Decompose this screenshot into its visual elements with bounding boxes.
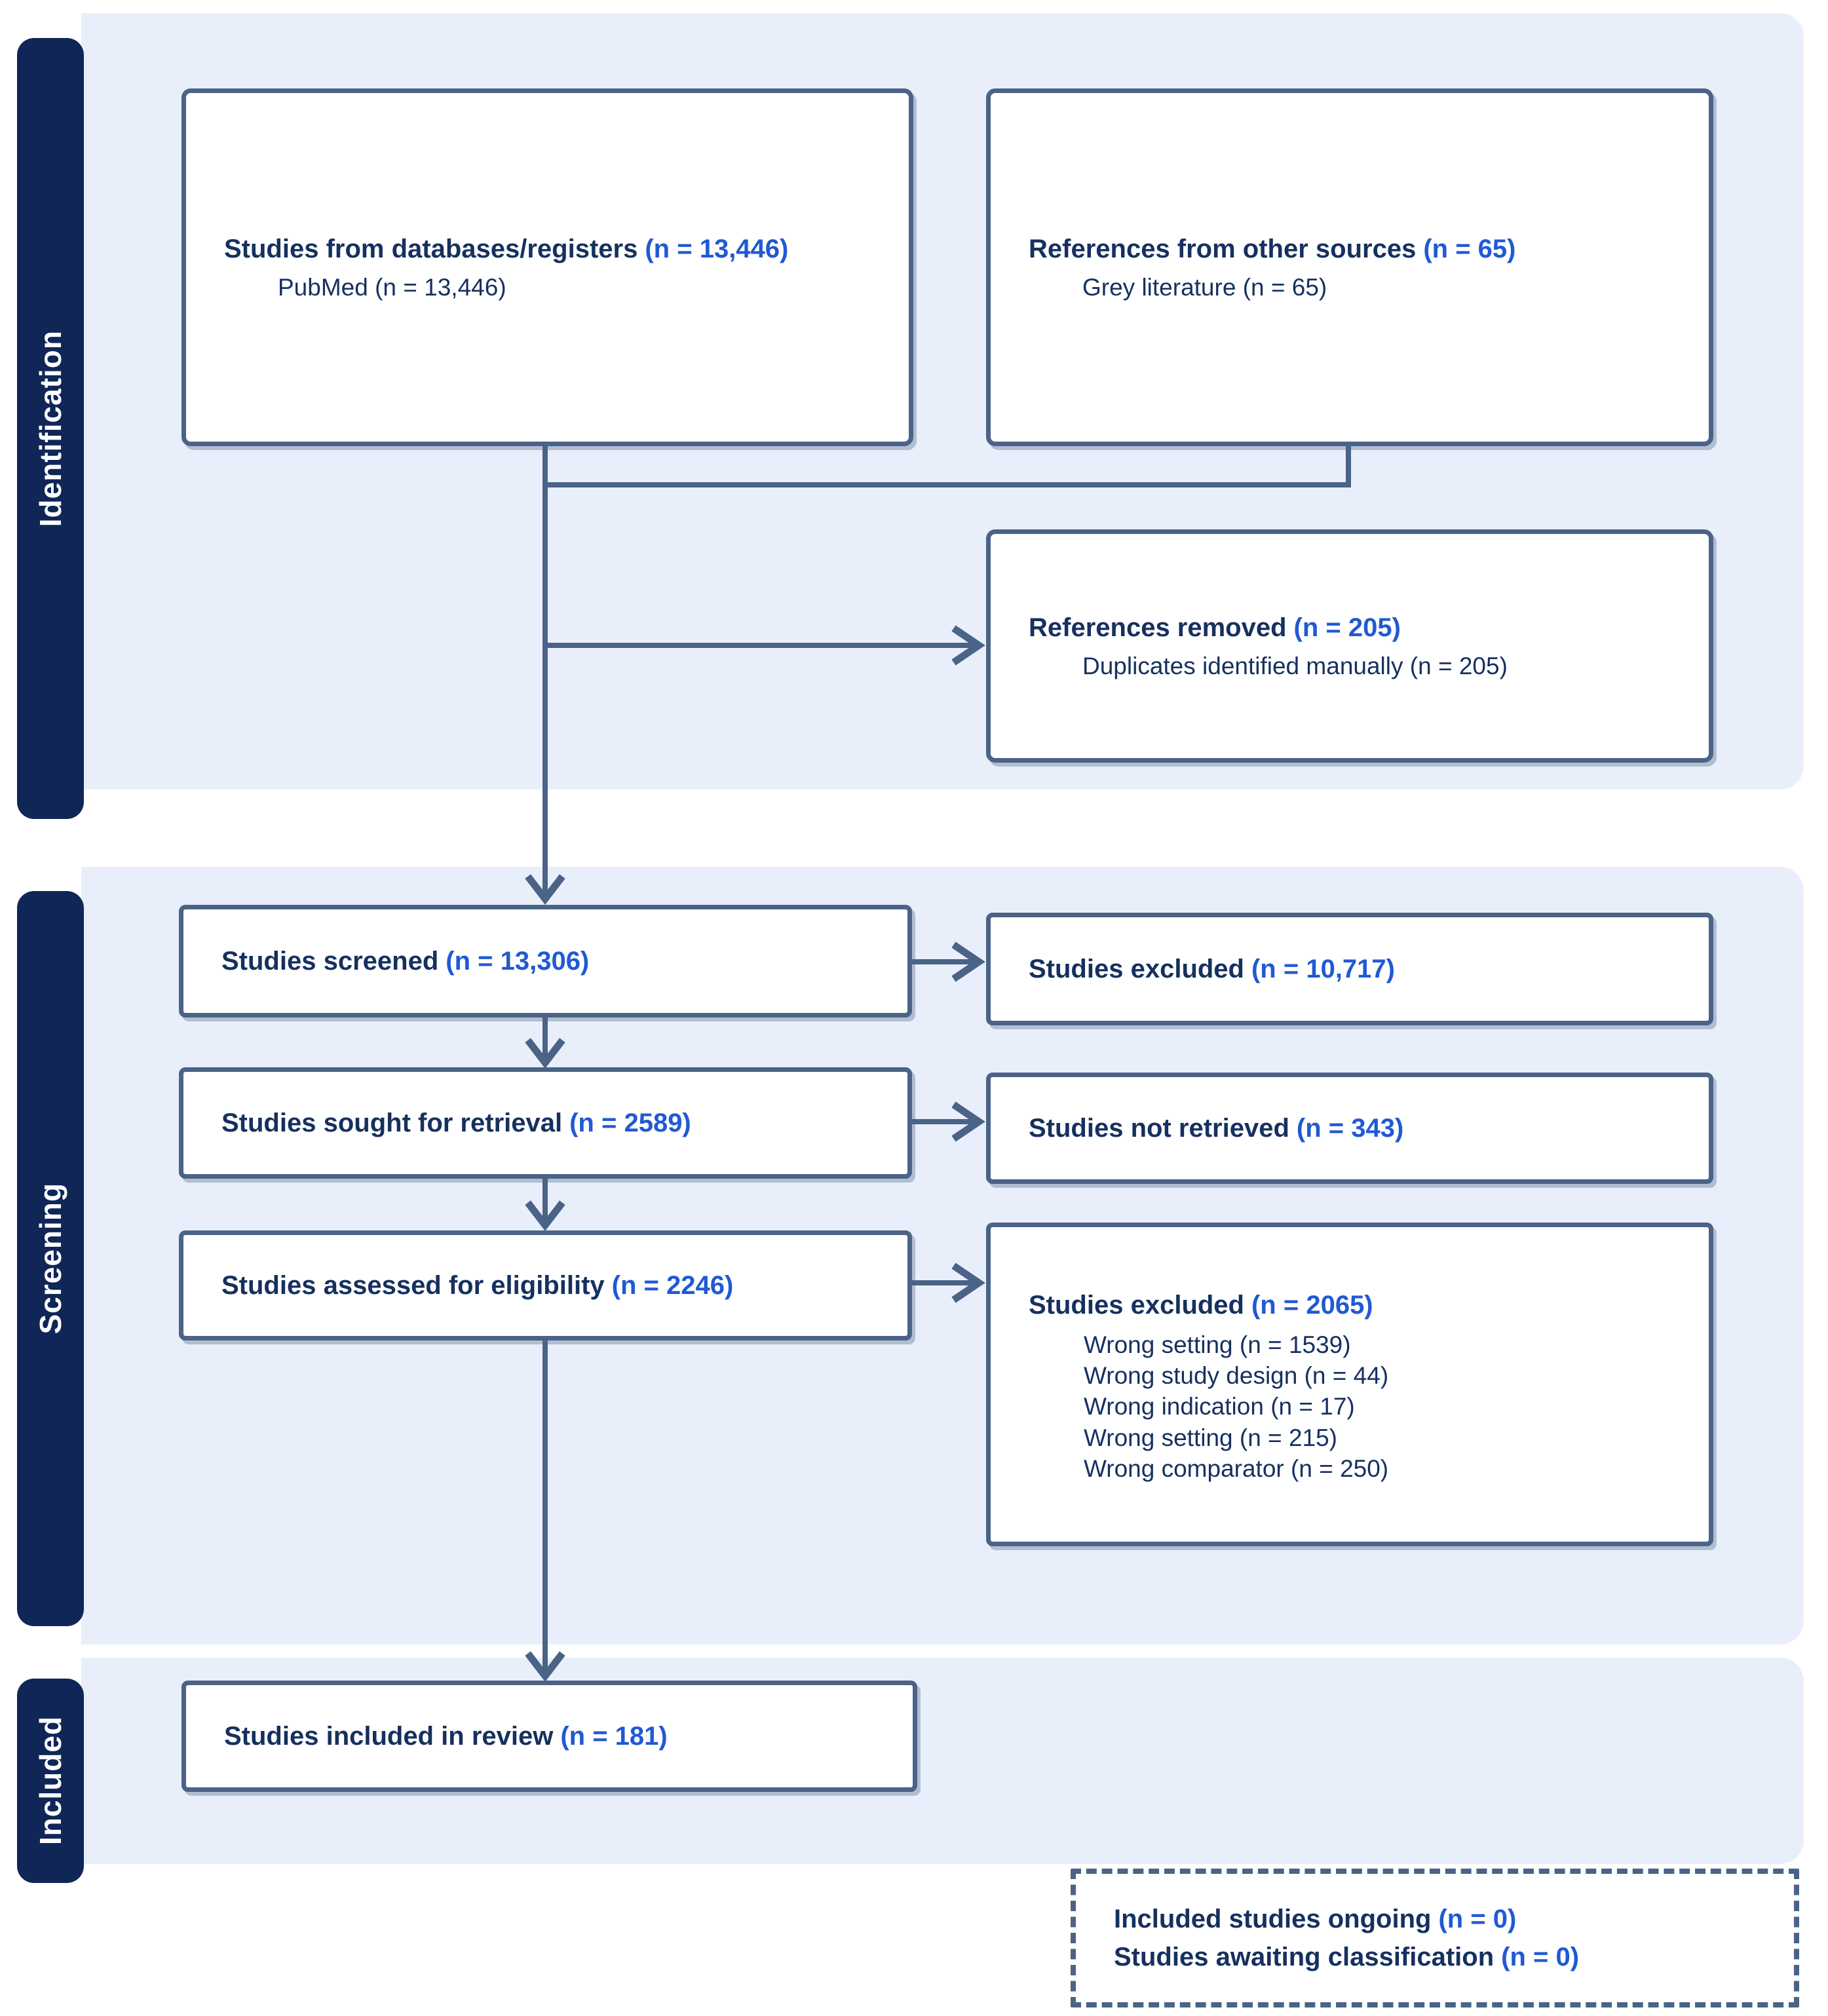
box-count: (n = 343): [1296, 1114, 1404, 1143]
stage-label-screening: Screening: [17, 891, 84, 1626]
box-title-text: Studies included in review: [224, 1722, 554, 1751]
box-studies-sought-retrieval: Studies sought for retrieval(n = 2589): [179, 1067, 912, 1179]
box-title-text: References removed: [1029, 613, 1287, 643]
box-count: (n = 0): [1501, 1943, 1580, 1971]
box-count: (n = 181): [560, 1722, 668, 1751]
stage-label-identification: Identification: [17, 38, 84, 819]
box-studies-excluded-screening: Studies excluded(n = 10,717): [986, 913, 1713, 1025]
box-ongoing-awaiting: Included studies ongoing(n = 0) Studies …: [1071, 1869, 1799, 2007]
box-count: (n = 10,717): [1251, 955, 1395, 983]
box-title: Studies assessed for eligibility(n = 224…: [221, 1265, 881, 1306]
box-references-other-sources: References from other sources(n = 65) Gr…: [986, 88, 1713, 446]
box-title: Studies from databases/registers(n = 13,…: [224, 229, 883, 269]
stage-label-text: Included: [33, 1716, 67, 1846]
box-subitem: Duplicates identified manually (n = 205): [1082, 653, 1508, 680]
stage-label-included: Included: [17, 1679, 84, 1883]
box-title: References removed(n = 205): [1029, 607, 1683, 648]
exclusion-reason: Wrong study design (n = 44): [1084, 1361, 1389, 1389]
box-title-text: Studies not retrieved: [1029, 1114, 1289, 1143]
box-title-text: Studies screened: [221, 947, 439, 976]
box-title: Included studies ongoing(n = 0): [1114, 1900, 1768, 1938]
box-title-text: Studies assessed for eligibility: [221, 1271, 605, 1300]
box-title-text: Included studies ongoing: [1114, 1905, 1432, 1933]
stage-label-text: Screening: [33, 1183, 67, 1335]
box-studies-not-retrieved: Studies not retrieved(n = 343): [986, 1073, 1713, 1184]
box-count: (n = 0): [1438, 1905, 1517, 1933]
box-title-text: Studies awaiting classification: [1114, 1943, 1495, 1971]
box-studies-excluded-eligibility: Studies excluded(n = 2065) Wrong setting…: [986, 1223, 1713, 1546]
box-count: (n = 65): [1423, 235, 1516, 264]
box-title-text: Studies excluded: [1029, 1290, 1244, 1320]
box-studies-screened: Studies screened(n = 13,306): [179, 905, 912, 1018]
box-studies-from-databases: Studies from databases/registers(n = 13,…: [181, 88, 913, 446]
box-title: Studies excluded(n = 10,717): [1029, 949, 1683, 989]
box-title: References from other sources(n = 65): [1029, 229, 1683, 269]
box-title: Studies not retrieved(n = 343): [1029, 1108, 1683, 1149]
box-subitem: Grey literature (n = 65): [1082, 274, 1327, 301]
box-title: Studies excluded(n = 2065): [1029, 1285, 1683, 1325]
box-title-text: Studies sought for retrieval: [221, 1109, 563, 1137]
box-count: (n = 2246): [611, 1271, 734, 1300]
exclusion-reason: Wrong indication (n = 17): [1084, 1393, 1355, 1420]
box-title-text: Studies excluded: [1029, 955, 1244, 983]
box-count: (n = 13,306): [446, 947, 590, 976]
box-count: (n = 205): [1293, 613, 1401, 643]
box-studies-included-review: Studies included in review(n = 181): [181, 1681, 917, 1792]
box-title: Studies awaiting classification(n = 0): [1114, 1938, 1768, 1976]
exclusion-reason: Wrong setting (n = 215): [1084, 1424, 1338, 1451]
stage-label-text: Identification: [33, 330, 67, 527]
box-studies-assessed-eligibility: Studies assessed for eligibility(n = 224…: [179, 1230, 912, 1341]
box-title-text: Studies from databases/registers: [224, 235, 638, 264]
exclusion-reason: Wrong comparator (n = 250): [1084, 1455, 1389, 1483]
box-count: (n = 13,446): [645, 235, 789, 264]
exclusion-reason: Wrong setting (n = 1539): [1084, 1331, 1351, 1358]
box-count: (n = 2589): [569, 1109, 691, 1137]
box-count: (n = 2065): [1251, 1290, 1373, 1320]
box-title: Studies screened(n = 13,306): [221, 941, 881, 981]
box-references-removed: References removed(n = 205) Duplicates i…: [986, 529, 1713, 763]
box-title: Studies included in review(n = 181): [224, 1716, 886, 1757]
box-title: Studies sought for retrieval(n = 2589): [221, 1103, 881, 1143]
box-title-text: References from other sources: [1029, 235, 1417, 264]
box-subitem: PubMed (n = 13,446): [278, 274, 506, 301]
